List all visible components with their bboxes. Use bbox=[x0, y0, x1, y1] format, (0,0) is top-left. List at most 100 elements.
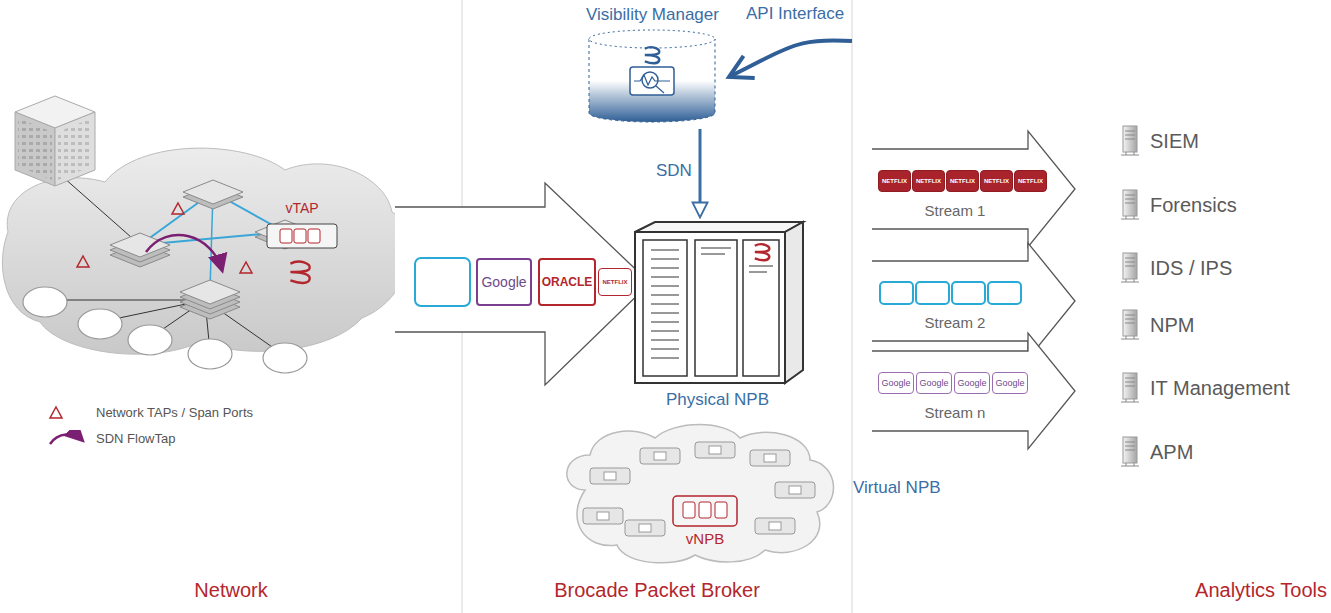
tool-name: IDS / IPS bbox=[1150, 257, 1232, 280]
graphic-part bbox=[673, 496, 737, 526]
server-icon bbox=[1120, 436, 1140, 468]
connector-label: API Interface bbox=[746, 4, 844, 24]
graphic-part bbox=[567, 425, 834, 563]
graphic-part bbox=[50, 407, 62, 418]
graphic-part bbox=[880, 282, 913, 304]
graphic-part bbox=[683, 502, 695, 518]
graphic-part bbox=[1121, 378, 1139, 402]
logo-tag: Google bbox=[992, 372, 1028, 394]
graphic-part bbox=[654, 452, 666, 460]
tool-node: SIEM bbox=[1120, 125, 1199, 157]
connector bbox=[729, 40, 852, 77]
graphic-part bbox=[635, 232, 785, 383]
graphic-part bbox=[45, 300, 205, 301]
vtap-node: vTAP bbox=[262, 198, 342, 254]
graphic-part bbox=[589, 30, 715, 48]
stream-label: Stream n bbox=[880, 404, 1030, 421]
graphic-part bbox=[872, 131, 1075, 247]
brocade-logo bbox=[645, 47, 659, 63]
host-circles bbox=[23, 287, 307, 373]
vm-node: Visibility Manager bbox=[580, 5, 725, 127]
graphic-part bbox=[775, 482, 815, 498]
column-title: Analytics Tools bbox=[1195, 579, 1327, 602]
device-label: vTAP bbox=[262, 200, 342, 216]
graphic-part bbox=[630, 67, 674, 95]
network-switches bbox=[110, 180, 315, 319]
graphic-part bbox=[988, 282, 1021, 304]
graphic-part bbox=[755, 518, 795, 534]
graphic-part bbox=[749, 266, 773, 272]
traffic-arrow bbox=[395, 183, 650, 385]
graphic-part bbox=[651, 250, 679, 251]
graphic-part bbox=[695, 240, 737, 376]
server-icon bbox=[1120, 309, 1140, 341]
switch-plate bbox=[180, 280, 240, 304]
server-icon bbox=[1120, 125, 1140, 157]
graphic-part bbox=[188, 339, 232, 369]
component-title: Virtual NPB bbox=[853, 478, 941, 498]
graphic-part bbox=[699, 502, 711, 518]
legend: Network TAPs / Span PortsSDN FlowTap bbox=[48, 400, 253, 452]
traffic-tag bbox=[415, 258, 470, 306]
graphic-part bbox=[15, 112, 55, 186]
graphic-part bbox=[872, 333, 1075, 449]
column-title: Brocade Packet Broker bbox=[462, 579, 852, 602]
graphic-part bbox=[604, 472, 616, 480]
switch-plate bbox=[183, 180, 243, 204]
tool-node: APM bbox=[1120, 436, 1193, 468]
graphic-part bbox=[625, 520, 665, 536]
stream-node: Stream 2 bbox=[870, 241, 1080, 361]
graphic-part bbox=[651, 277, 679, 278]
tool-node: Forensics bbox=[1120, 189, 1237, 221]
component-title: Physical NPB bbox=[625, 390, 810, 410]
brocade-logo bbox=[290, 262, 309, 283]
graphic-part bbox=[651, 322, 679, 323]
graphic-part bbox=[769, 522, 781, 530]
building bbox=[15, 96, 95, 186]
logo-tag: ORACLE bbox=[538, 258, 596, 306]
switch-plate bbox=[110, 233, 170, 257]
graphic-part bbox=[128, 325, 172, 355]
brocade-logo bbox=[290, 262, 309, 283]
flowtap-arrow bbox=[146, 235, 222, 270]
logo-tag: Google bbox=[476, 258, 532, 306]
graphic-part bbox=[750, 450, 790, 466]
graphic-part bbox=[294, 229, 306, 243]
graphic-part bbox=[1121, 442, 1139, 466]
graphic-part bbox=[651, 259, 679, 260]
tool-name: IT Management bbox=[1150, 377, 1290, 400]
column-divider bbox=[852, 0, 853, 613]
logo-tag: Google bbox=[954, 372, 990, 394]
column-band: NetworkvTAP bbox=[0, 0, 462, 613]
stream-arrow bbox=[870, 241, 1080, 361]
graphic-part bbox=[651, 331, 679, 332]
graphic-part bbox=[1121, 258, 1139, 282]
graphic-part bbox=[18, 118, 52, 180]
connector-label: SDN bbox=[656, 161, 692, 181]
component-title: Visibility Manager bbox=[580, 5, 725, 25]
graphic-part bbox=[643, 240, 687, 376]
vnpb-node: vNPB Virtual NPB bbox=[555, 420, 955, 565]
graphic-part bbox=[651, 286, 679, 287]
server-icon bbox=[1120, 252, 1140, 284]
graphic-part bbox=[635, 222, 803, 232]
graphic-part bbox=[651, 268, 679, 269]
tap-triangle-sample bbox=[48, 404, 96, 422]
graphic-part bbox=[240, 262, 252, 273]
graphic-part bbox=[634, 75, 670, 93]
device-label: vNPB bbox=[675, 530, 735, 547]
graphic-part bbox=[50, 434, 82, 444]
legend-row: SDN FlowTap bbox=[48, 426, 253, 452]
graphic-part bbox=[743, 240, 779, 376]
tap-triangles bbox=[77, 203, 252, 273]
graphic-part bbox=[77, 256, 89, 267]
column-band: Brocade Packet Broker Visibility ManagerP… bbox=[462, 0, 852, 613]
tool-name: SIEM bbox=[1150, 130, 1199, 153]
packet-broker-rack bbox=[625, 218, 810, 413]
graphic-part bbox=[55, 112, 95, 186]
graphic-part bbox=[583, 508, 623, 524]
tool-node: NPM bbox=[1120, 309, 1194, 341]
logo-tag: NETFLIX bbox=[980, 170, 1013, 192]
brocade-logo bbox=[755, 244, 769, 260]
